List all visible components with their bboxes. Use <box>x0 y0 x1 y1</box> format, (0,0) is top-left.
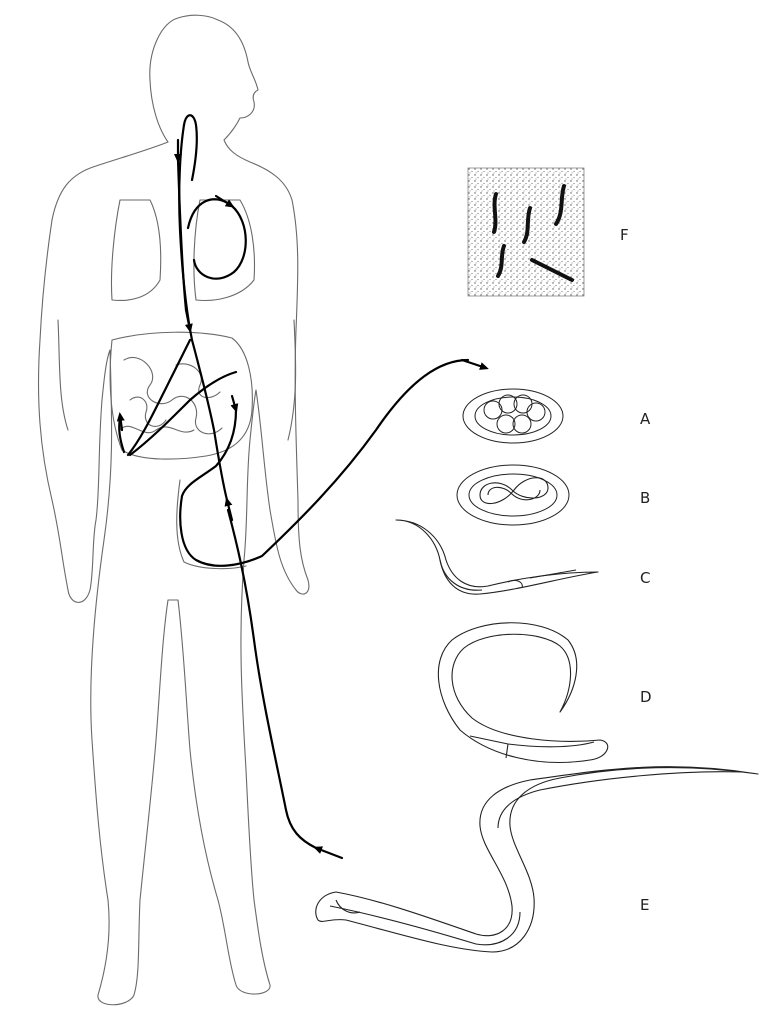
stage-label-d: D <box>640 690 652 705</box>
stage-b-egg <box>457 465 569 525</box>
stage-label-a: A <box>640 412 650 427</box>
stage-e-adult-worm <box>316 767 758 952</box>
stage-c-larva <box>396 520 598 594</box>
stage-a-egg <box>463 389 563 443</box>
migration-path <box>119 115 486 858</box>
stage-label-c: C <box>640 571 650 586</box>
stage-label-b: B <box>640 491 650 506</box>
human-body-outline <box>39 15 309 1005</box>
stage-d-larva <box>438 623 607 763</box>
stage-label-e: E <box>640 898 649 913</box>
stage-f-larvae-in-soil <box>468 168 584 296</box>
stage-label-f: F <box>620 228 629 243</box>
